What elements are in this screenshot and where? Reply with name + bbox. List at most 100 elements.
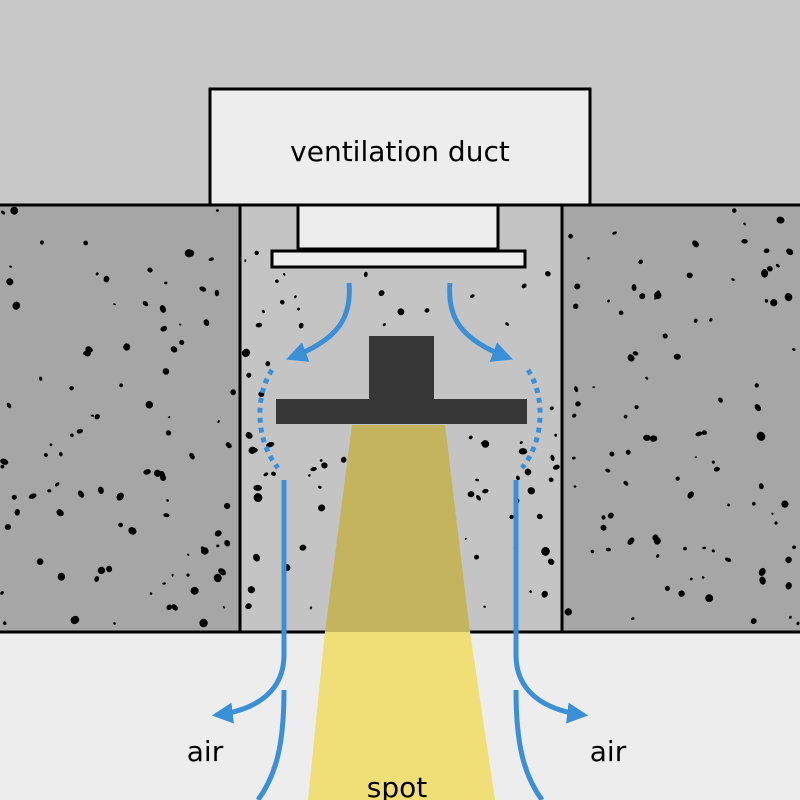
aggregate-speck — [571, 456, 576, 460]
aggregate-speck — [297, 307, 300, 311]
aggregate-speck — [536, 513, 543, 520]
spot-label: spot — [367, 771, 427, 800]
aggregate-speck — [705, 594, 714, 603]
aggregate-speck — [639, 293, 646, 300]
aggregate-speck — [763, 248, 770, 254]
aggregate-speck — [727, 503, 730, 507]
aggregate-speck — [509, 514, 514, 520]
aggregate-speck — [600, 524, 607, 531]
aggregate-speck — [758, 483, 764, 490]
aggregate-speck — [94, 414, 100, 420]
light-beam-inside — [325, 425, 470, 632]
aggregate-speck — [521, 283, 527, 289]
aggregate-speck — [554, 433, 558, 437]
aggregate-speck — [166, 604, 173, 611]
aggregate-speck — [724, 557, 732, 562]
aggregate-speck — [424, 308, 430, 313]
aggregate-speck — [113, 303, 116, 306]
aggregate-speck — [214, 530, 222, 537]
aggregate-speck — [171, 604, 178, 611]
aggregate-speck — [318, 504, 326, 512]
aggregate-speck — [693, 318, 698, 323]
aggregate-speck — [165, 430, 172, 436]
aggregate-speck — [785, 582, 792, 590]
aggregate-speck — [309, 606, 313, 610]
airflow-arrow-duct-right — [447, 282, 513, 362]
aggregate-speck — [218, 568, 227, 576]
aggregate-speck — [692, 240, 699, 248]
aggregate-speck — [164, 281, 168, 285]
aggregate-speck — [515, 475, 520, 481]
aggregate-speck — [643, 434, 651, 441]
aggregate-speck — [186, 573, 190, 577]
airflow-arrow-room-left-down — [255, 689, 287, 800]
aggregate-speck — [149, 592, 153, 595]
aggregate-speck — [216, 544, 220, 548]
aggregate-speck — [90, 414, 95, 417]
aggregate-speck — [70, 433, 74, 438]
aggregate-speck — [776, 216, 785, 224]
aggregate-speck — [518, 448, 528, 455]
aggregate-speck — [625, 449, 631, 455]
aggregate-speck — [607, 512, 614, 519]
aggregate-speck — [718, 397, 723, 403]
aggregate-speck — [214, 289, 220, 297]
duct-outlet-plate — [270, 249, 527, 269]
aggregate-speck — [468, 435, 473, 440]
aggregate-speck — [713, 466, 720, 472]
aggregate-speck — [10, 206, 19, 215]
aggregate-speck — [54, 482, 60, 487]
aggregate-speck — [9, 265, 13, 268]
aggregate-speck — [770, 299, 778, 307]
aggregate-speck — [687, 491, 694, 499]
aggregate-speck — [275, 279, 279, 284]
aggregate-speck — [39, 240, 44, 245]
aggregate-speck — [0, 591, 4, 595]
aggregate-speck — [609, 451, 615, 457]
aggregate-speck — [113, 622, 116, 625]
aggregate-speck — [519, 440, 523, 445]
airflow-arrow-room-left-out — [211, 480, 287, 724]
aggregate-speck — [678, 590, 685, 597]
aggregate-speck — [689, 577, 693, 581]
aggregate-speck — [245, 432, 253, 439]
aggregate-speck — [547, 558, 555, 565]
aggregate-speck — [160, 474, 167, 481]
aggregate-speck — [623, 480, 629, 486]
aggregate-speck — [774, 521, 778, 525]
aggregate-speck — [524, 468, 532, 476]
aggregate-speck — [163, 513, 170, 518]
aggregate-speck — [761, 269, 769, 278]
aggregate-speck — [764, 298, 769, 303]
airflow-dashed-left — [257, 368, 280, 470]
aggregate-speck — [14, 509, 21, 516]
aggregate-speck — [572, 303, 579, 310]
aggregate-speck — [271, 471, 276, 476]
aggregate-speck — [83, 240, 89, 246]
aggregate-speck — [792, 545, 796, 550]
aggregate-speck — [756, 431, 766, 441]
aggregate-speck — [549, 406, 554, 411]
aggregate-speck — [711, 460, 715, 464]
spotlight-fixture-icon — [276, 336, 527, 424]
aggregate-speck — [254, 250, 259, 256]
aggregate-speck — [245, 603, 252, 610]
aggregate-speck — [481, 440, 490, 448]
aggregate-speck — [178, 323, 182, 326]
aggregate-speck — [467, 491, 475, 498]
aggregate-speck — [189, 452, 195, 460]
aggregate-speck — [759, 576, 766, 585]
aggregate-speck — [142, 300, 149, 307]
aggregate-speck — [265, 361, 271, 367]
aggregate-speck — [784, 293, 793, 302]
aggregate-speck — [541, 547, 550, 556]
aggregate-speck — [527, 487, 536, 495]
aggregate-speck — [6, 278, 14, 286]
aggregate-speck — [97, 486, 104, 494]
concrete-slab-left — [0, 203, 242, 634]
aggregate-speck — [653, 537, 661, 545]
aggregate-speck — [656, 554, 660, 558]
aggregate-speck — [190, 586, 199, 595]
aggregate-speck — [170, 346, 178, 353]
aggregate-speck — [147, 267, 153, 273]
